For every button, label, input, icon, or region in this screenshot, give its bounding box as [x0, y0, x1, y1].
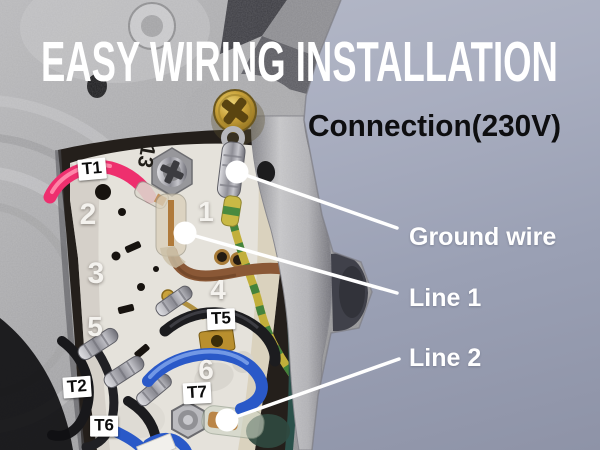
board-slot: [134, 343, 150, 359]
center-screw-terminal: [151, 147, 193, 268]
terminal-number-3: 3: [87, 257, 105, 290]
callout-label-line2: Line 2: [409, 344, 482, 372]
callout-label-ground-wire: Ground wire: [409, 223, 557, 251]
leader-line-ground: [235, 170, 399, 230]
board-hole: [118, 208, 126, 216]
terminal-number-2: 2: [79, 198, 97, 231]
callout-label-line1: Line 1: [409, 284, 482, 312]
board-hole: [137, 283, 145, 291]
leader-line-line2: [225, 357, 401, 422]
callout-dot-line1: [173, 221, 197, 245]
subtitle-connection: Connection(230V): [308, 108, 561, 143]
crimp-connector: [136, 373, 172, 407]
brass-ring-hole: [214, 249, 230, 265]
shadow: [0, 318, 73, 450]
terminal-number-4: 4: [210, 274, 226, 305]
crimp-connector: [155, 285, 193, 317]
board-hole: [153, 266, 159, 272]
page-title: EASY WIRING INSTALLATION: [41, 30, 558, 94]
board-slot: [117, 304, 135, 314]
crimp-connector: [77, 327, 119, 361]
partial-tag: [135, 432, 177, 450]
wire-tag-t6: T6: [90, 415, 118, 437]
crimp-connector: [103, 355, 145, 389]
board-hole: [95, 184, 111, 200]
terminal-number-6: 6: [198, 354, 214, 385]
callout-dot-ground: [225, 160, 249, 184]
hex-bolt: [171, 400, 205, 440]
terminal-number-1: 1: [198, 196, 214, 227]
leader-line-line1: [183, 231, 399, 295]
arm-hole: [256, 161, 276, 183]
terminal-number-5: 5: [87, 311, 103, 342]
callout-dot-line2: [215, 408, 239, 432]
board-hole: [111, 251, 121, 261]
board-slot: [124, 241, 142, 253]
